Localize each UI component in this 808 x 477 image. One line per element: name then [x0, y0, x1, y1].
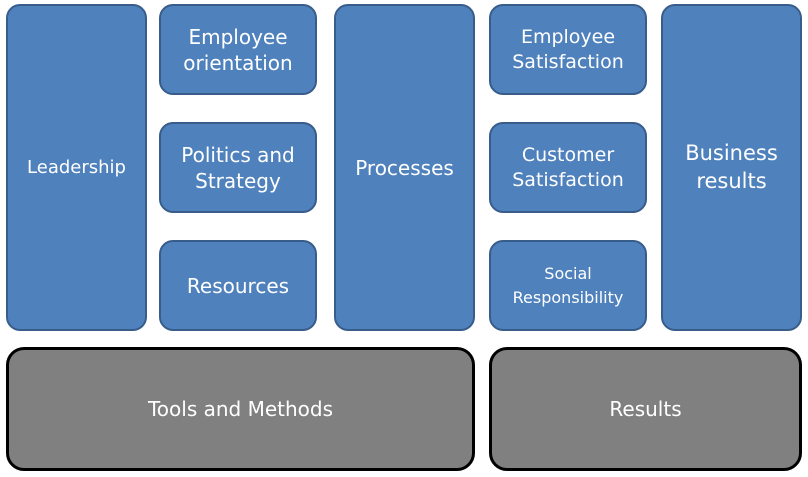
results-label: Results — [609, 397, 682, 421]
social-responsibility-box: Social Responsibility — [489, 240, 647, 331]
employee-satisfaction-box: Employee Satisfaction — [489, 4, 647, 95]
employee-satisfaction-label: Employee Satisfaction — [512, 25, 624, 73]
business-results-box: Business results — [661, 4, 802, 331]
tools-methods-group: Tools and Methods — [6, 347, 475, 471]
customer-satisfaction-box: Customer Satisfaction — [489, 122, 647, 213]
results-group: Results — [489, 347, 802, 471]
employee-orientation-box: Employee orientation — [159, 4, 317, 95]
processes-label: Processes — [355, 155, 454, 180]
processes-box: Processes — [334, 4, 475, 331]
tools-methods-label: Tools and Methods — [147, 397, 334, 421]
resources-box: Resources — [159, 240, 317, 331]
business-results-label: Business results — [685, 141, 778, 193]
politics-strategy-box: Politics and Strategy — [159, 122, 317, 213]
resources-label: Resources — [186, 273, 290, 298]
employee-orientation-label: Employee orientation — [183, 24, 293, 75]
customer-satisfaction-label: Customer Satisfaction — [512, 143, 624, 191]
leadership-label: Leadership — [27, 156, 126, 178]
social-responsibility-label: Social Responsibility — [512, 264, 624, 307]
politics-strategy-label: Politics and Strategy — [181, 142, 295, 193]
leadership-box: Leadership — [6, 4, 147, 331]
